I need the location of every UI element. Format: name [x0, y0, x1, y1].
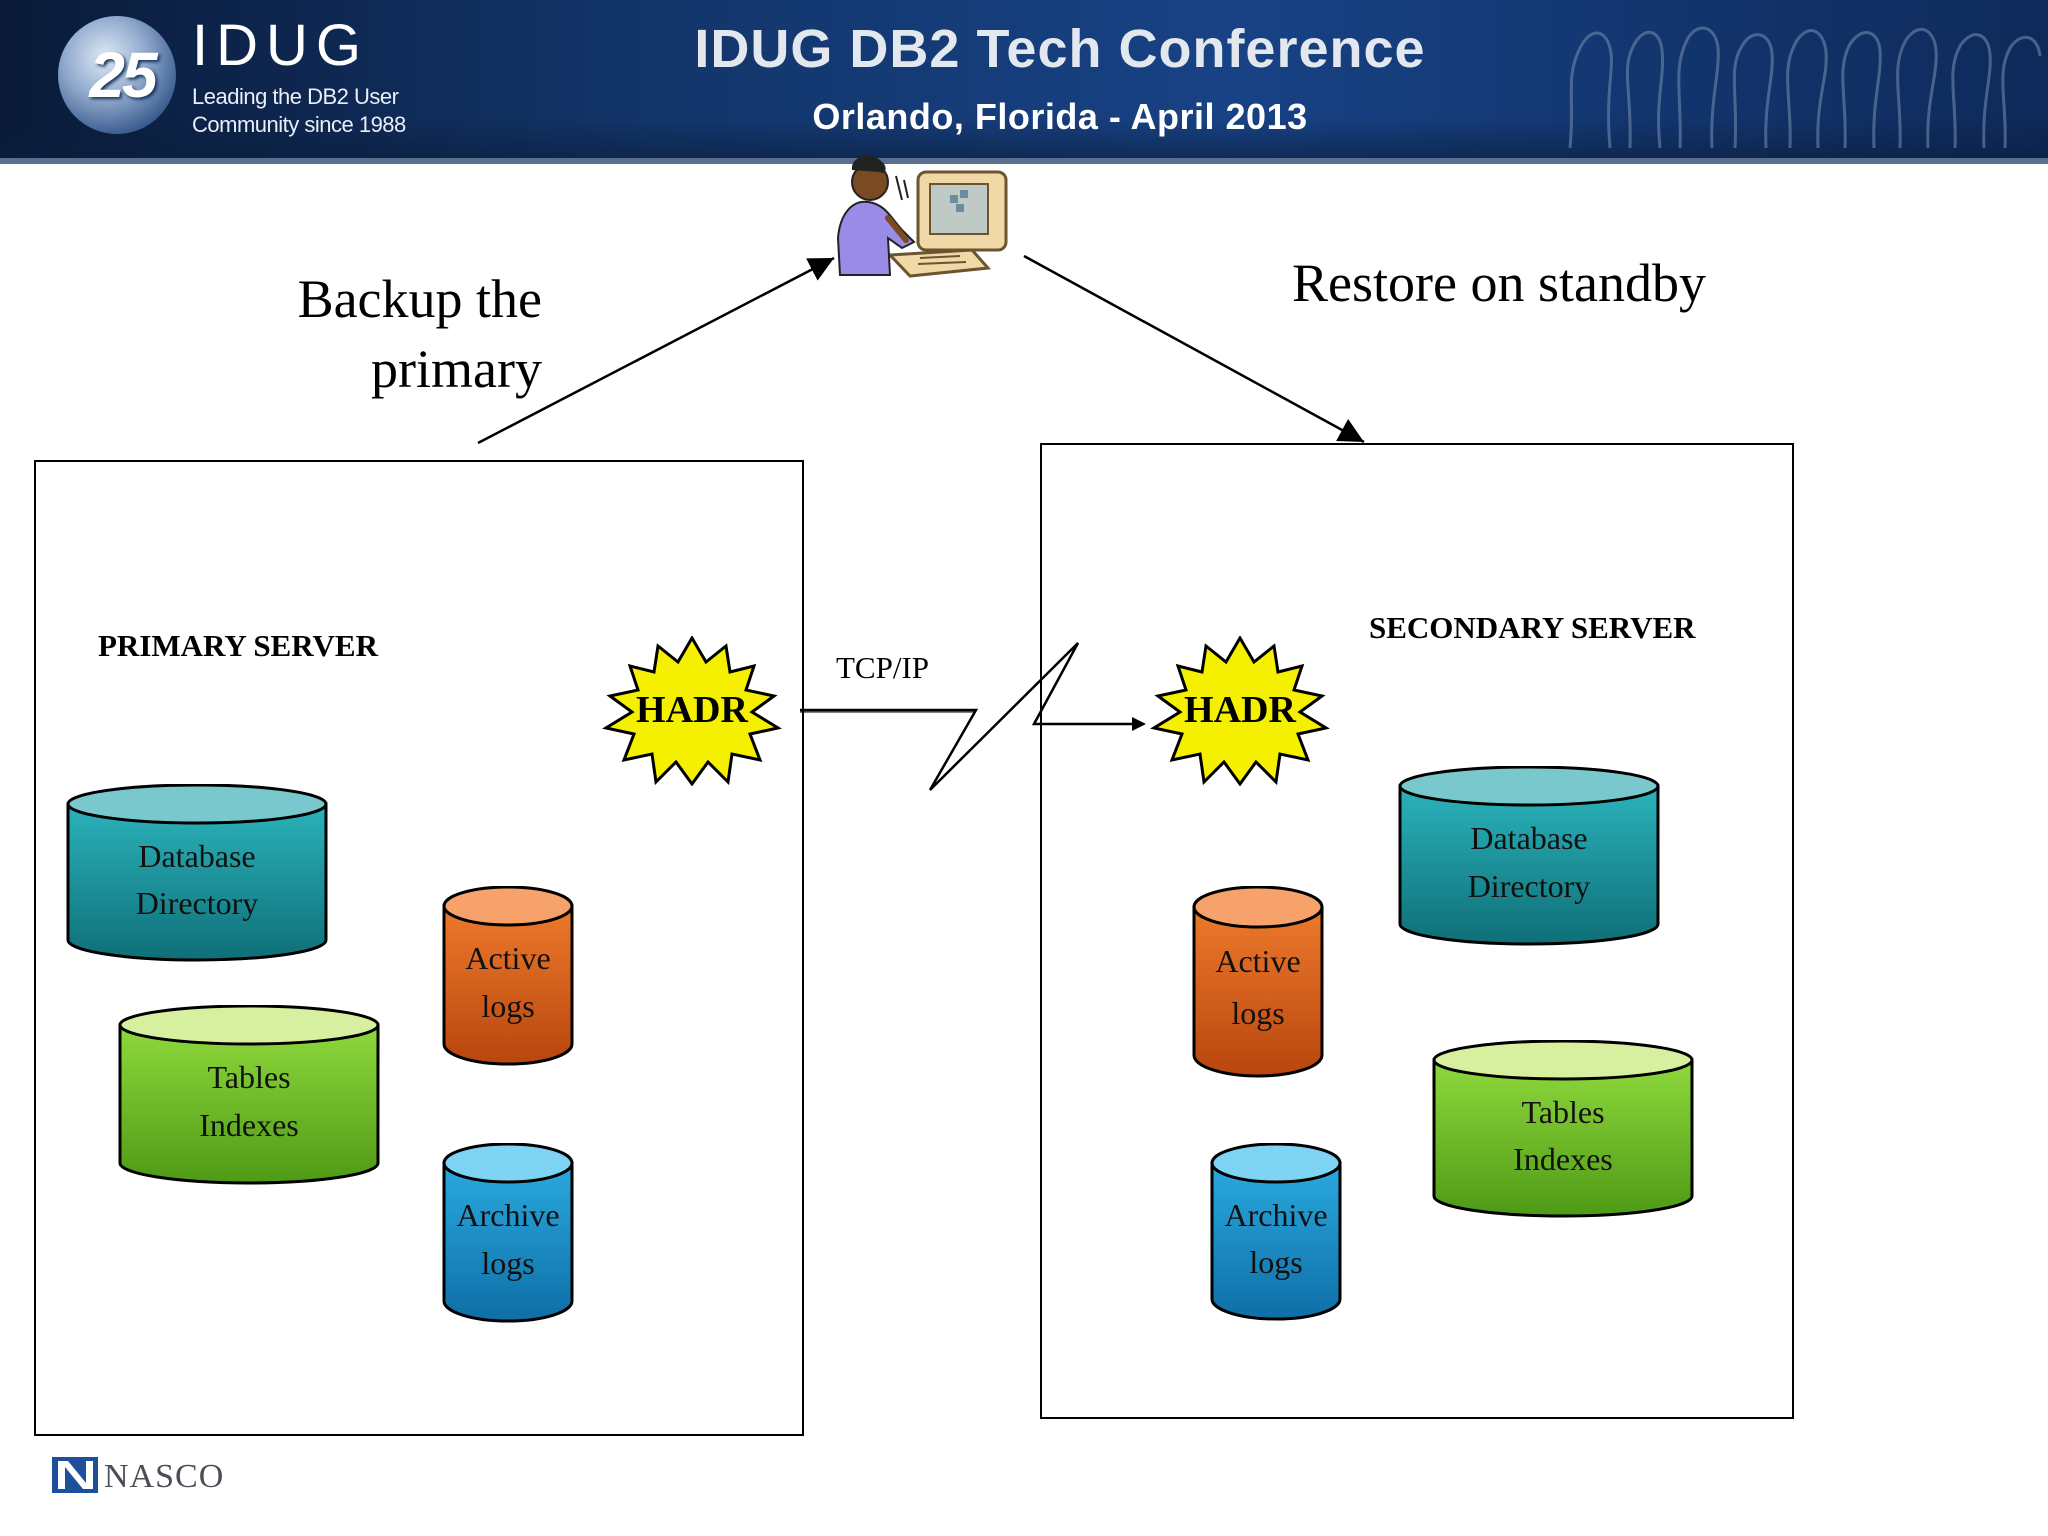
hadr-starburst-icon: [602, 635, 782, 787]
logo-tagline-line-2: Community since 1988: [192, 112, 406, 137]
cylinder-label-line: Tables: [207, 1059, 291, 1096]
cylinder-shape: [66, 784, 328, 962]
cylinder-label-line: Database: [138, 838, 256, 875]
secondary-server-title: SECONDARY SERVER: [1369, 610, 1696, 645]
cylinder-shape: [1432, 1040, 1694, 1218]
cylinder-label-line: Indexes: [199, 1107, 299, 1144]
cylinder-label-line: Database: [1470, 820, 1588, 857]
anniversary-logo-badge: [58, 16, 176, 134]
cylinder-shape: [1398, 766, 1660, 946]
cylinder-label-line: Directory: [135, 885, 259, 922]
primary-server-title: PRIMARY SERVER: [98, 628, 378, 663]
person-at-computer-icon: [836, 155, 1008, 278]
logo-tagline-line-1: Leading the DB2 User: [192, 84, 399, 109]
primary-hadr-label: HADR: [636, 689, 748, 731]
idug-logo-text: IDUG: [192, 13, 369, 78]
hadr-starburst-icon: [1150, 635, 1330, 787]
secondary-hadr-label: HADR: [1184, 689, 1296, 731]
nasco-logo-mark: [52, 1457, 98, 1493]
crowd-silhouette-decoration: [1568, 26, 2042, 149]
network-link: [800, 642, 1132, 791]
primary-active-logs-cylinder: Active logs: [442, 886, 574, 1066]
cylinder-label-line: Archive: [1224, 1197, 1328, 1234]
cylinder-shape: [442, 886, 574, 1066]
anniversary-logo-number: 25: [89, 39, 157, 111]
cylinder-label-line: Active: [1215, 943, 1301, 980]
cylinder-label-line: logs: [481, 1245, 535, 1282]
primary-archive-logs-cylinder: Archive logs: [442, 1143, 574, 1323]
conference-title: IDUG DB2 Tech Conference: [694, 19, 1426, 79]
tcp-ip-label: TCP/IP: [836, 650, 930, 685]
restore-label: Restore on standby: [1292, 253, 1706, 313]
secondary-archive-logs-cylinder: Archive logs: [1210, 1143, 1342, 1321]
cylinder-shape: [1192, 886, 1324, 1078]
cylinder-label-line: logs: [481, 988, 535, 1025]
cylinder-label-line: Tables: [1521, 1094, 1605, 1131]
conference-banner: 25 IDUG Leading the DB2 User Community s…: [0, 0, 2048, 164]
cylinder-label-line: Archive: [456, 1197, 560, 1234]
secondary-hadr-burst: HADR: [1150, 635, 1330, 787]
cylinder-shape: [442, 1143, 574, 1323]
banner-shade: [0, 118, 2048, 158]
primary-hadr-burst: HADR: [602, 635, 782, 787]
backup-arrow: [477, 256, 835, 445]
conference-subtitle: Orlando, Florida - April 2013: [812, 96, 1308, 137]
cylinder-shape: [1210, 1143, 1342, 1321]
cylinder-label-line: Directory: [1467, 868, 1591, 905]
network-arrowhead: [1132, 717, 1146, 731]
secondary-active-logs-cylinder: Active logs: [1192, 886, 1324, 1078]
backup-label-line-2: primary: [371, 339, 542, 399]
nasco-logo-text: NASCO: [104, 1458, 225, 1495]
cylinder-shape: [118, 1005, 380, 1185]
cylinder-label-line: Indexes: [1513, 1141, 1613, 1178]
cylinder-label-line: Active: [465, 940, 551, 977]
restore-arrow: [1023, 254, 1365, 444]
backup-label-line-1: Backup the: [297, 269, 542, 329]
cylinder-label-line: logs: [1231, 995, 1285, 1032]
cylinder-label-line: logs: [1249, 1244, 1303, 1281]
